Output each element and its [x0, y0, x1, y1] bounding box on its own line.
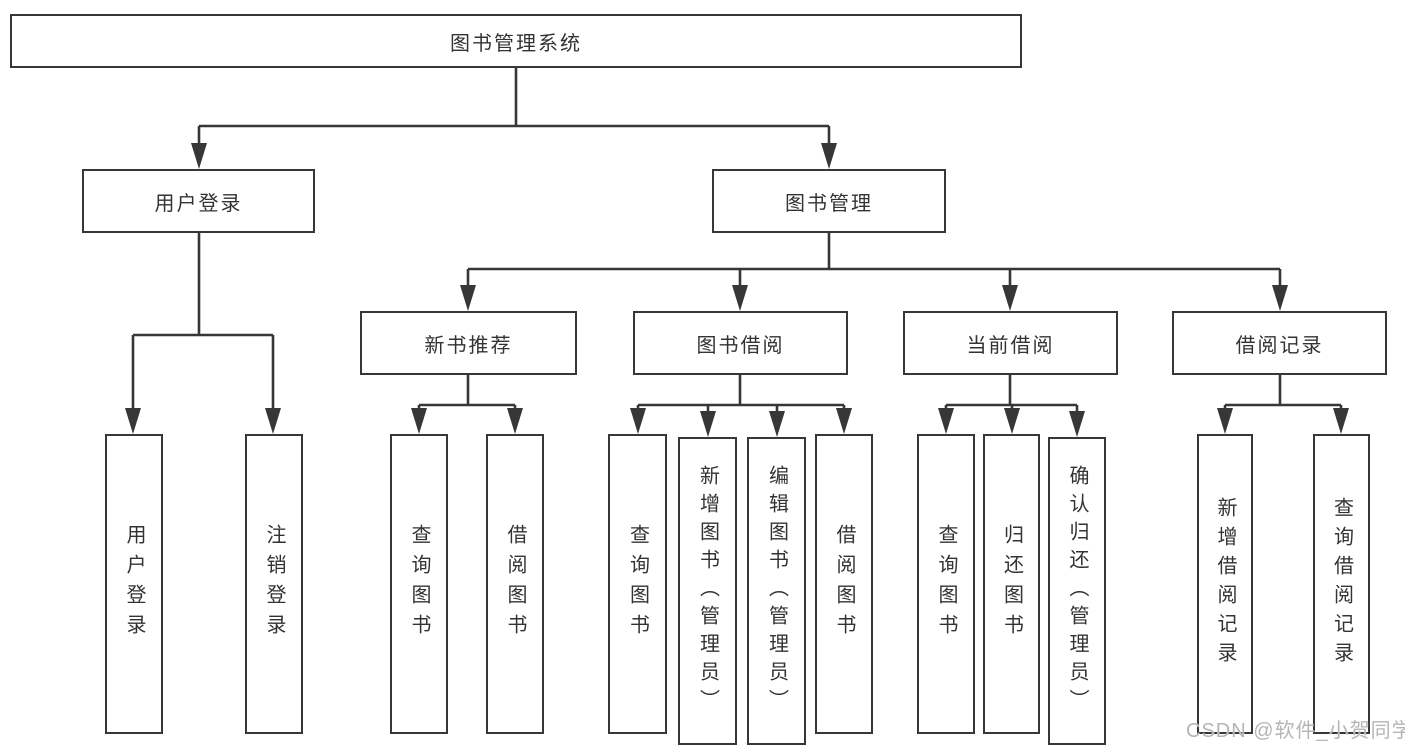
leaf-nbr-query-books: 查询图书 — [390, 434, 448, 734]
arrow-down-icon — [125, 408, 141, 434]
arrow-down-icon — [1004, 408, 1020, 434]
arrow-down-icon — [821, 143, 837, 169]
leaf-logout: 注销登录 — [245, 434, 303, 734]
node-library-management-system: 图书管理系统 — [10, 14, 1022, 68]
arrow-down-icon — [460, 285, 476, 311]
arrow-down-icon — [1069, 411, 1085, 437]
leaf-bb-query-books: 查询图书 — [608, 434, 667, 734]
leaf-nbr-borrow-books: 借阅图书 — [486, 434, 544, 734]
arrow-down-icon — [1002, 285, 1018, 311]
arrow-down-icon — [507, 408, 523, 434]
arrow-down-icon — [630, 408, 646, 434]
arrow-down-icon — [732, 285, 748, 311]
node-user-login: 用户登录 — [82, 169, 315, 233]
node-borrowing-records: 借阅记录 — [1172, 311, 1387, 375]
arrow-down-icon — [411, 408, 427, 434]
leaf-bb-edit-books-admin: 编辑图书（管理员） — [747, 437, 806, 745]
csdn-watermark: CSDN @软件_小贺同学 — [1186, 720, 1405, 742]
node-book-management: 图书管理 — [712, 169, 946, 233]
leaf-user-login: 用户登录 — [105, 434, 163, 734]
leaf-bb-borrow-books: 借阅图书 — [815, 434, 873, 734]
arrow-down-icon — [700, 411, 716, 437]
arrow-down-icon — [1333, 408, 1349, 434]
leaf-cb-return-books: 归还图书 — [983, 434, 1040, 734]
node-new-book-recommend: 新书推荐 — [360, 311, 577, 375]
leaf-cb-query-books: 查询图书 — [917, 434, 975, 734]
arrow-down-icon — [769, 411, 785, 437]
node-current-borrowing: 当前借阅 — [903, 311, 1118, 375]
arrow-down-icon — [836, 408, 852, 434]
leaf-cb-confirm-return-admin: 确认归还（管理员） — [1048, 437, 1106, 745]
arrow-down-icon — [1272, 285, 1288, 311]
arrow-down-icon — [191, 143, 207, 169]
leaf-br-add-record: 新增借阅记录 — [1197, 434, 1253, 734]
node-book-borrowing: 图书借阅 — [633, 311, 848, 375]
arrow-down-icon — [938, 408, 954, 434]
arrow-down-icon — [1217, 408, 1233, 434]
leaf-bb-add-books-admin: 新增图书（管理员） — [678, 437, 737, 745]
arrow-down-icon — [265, 408, 281, 434]
leaf-br-query-record: 查询借阅记录 — [1313, 434, 1370, 734]
